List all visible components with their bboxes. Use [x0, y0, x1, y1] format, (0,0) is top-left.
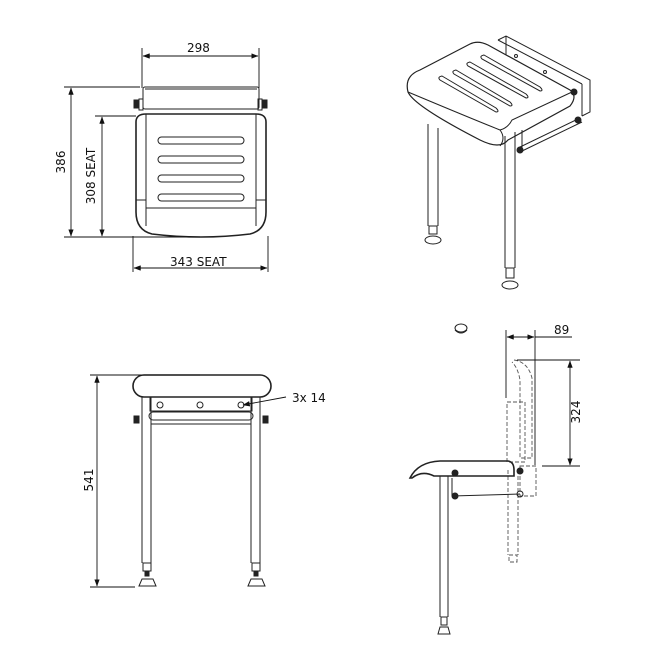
dim-bracket-width: 298: [187, 41, 210, 55]
dim-overall-depth: 386: [54, 150, 68, 174]
dim-holes: 3x 14: [292, 391, 326, 405]
iso-slots: [438, 54, 543, 113]
dim-wall-offset: 89: [554, 323, 570, 337]
isometric-view: [406, 35, 591, 290]
dim-folded-height: 324: [569, 400, 583, 424]
top-view: [64, 48, 269, 272]
dim-seat-width: 343 SEAT: [170, 255, 227, 269]
seat-slots: [157, 136, 245, 202]
dim-seat-depth: 308 SEAT: [84, 147, 98, 205]
dim-height: 541: [82, 468, 96, 492]
side-view: [408, 323, 580, 635]
front-view: [90, 374, 287, 588]
